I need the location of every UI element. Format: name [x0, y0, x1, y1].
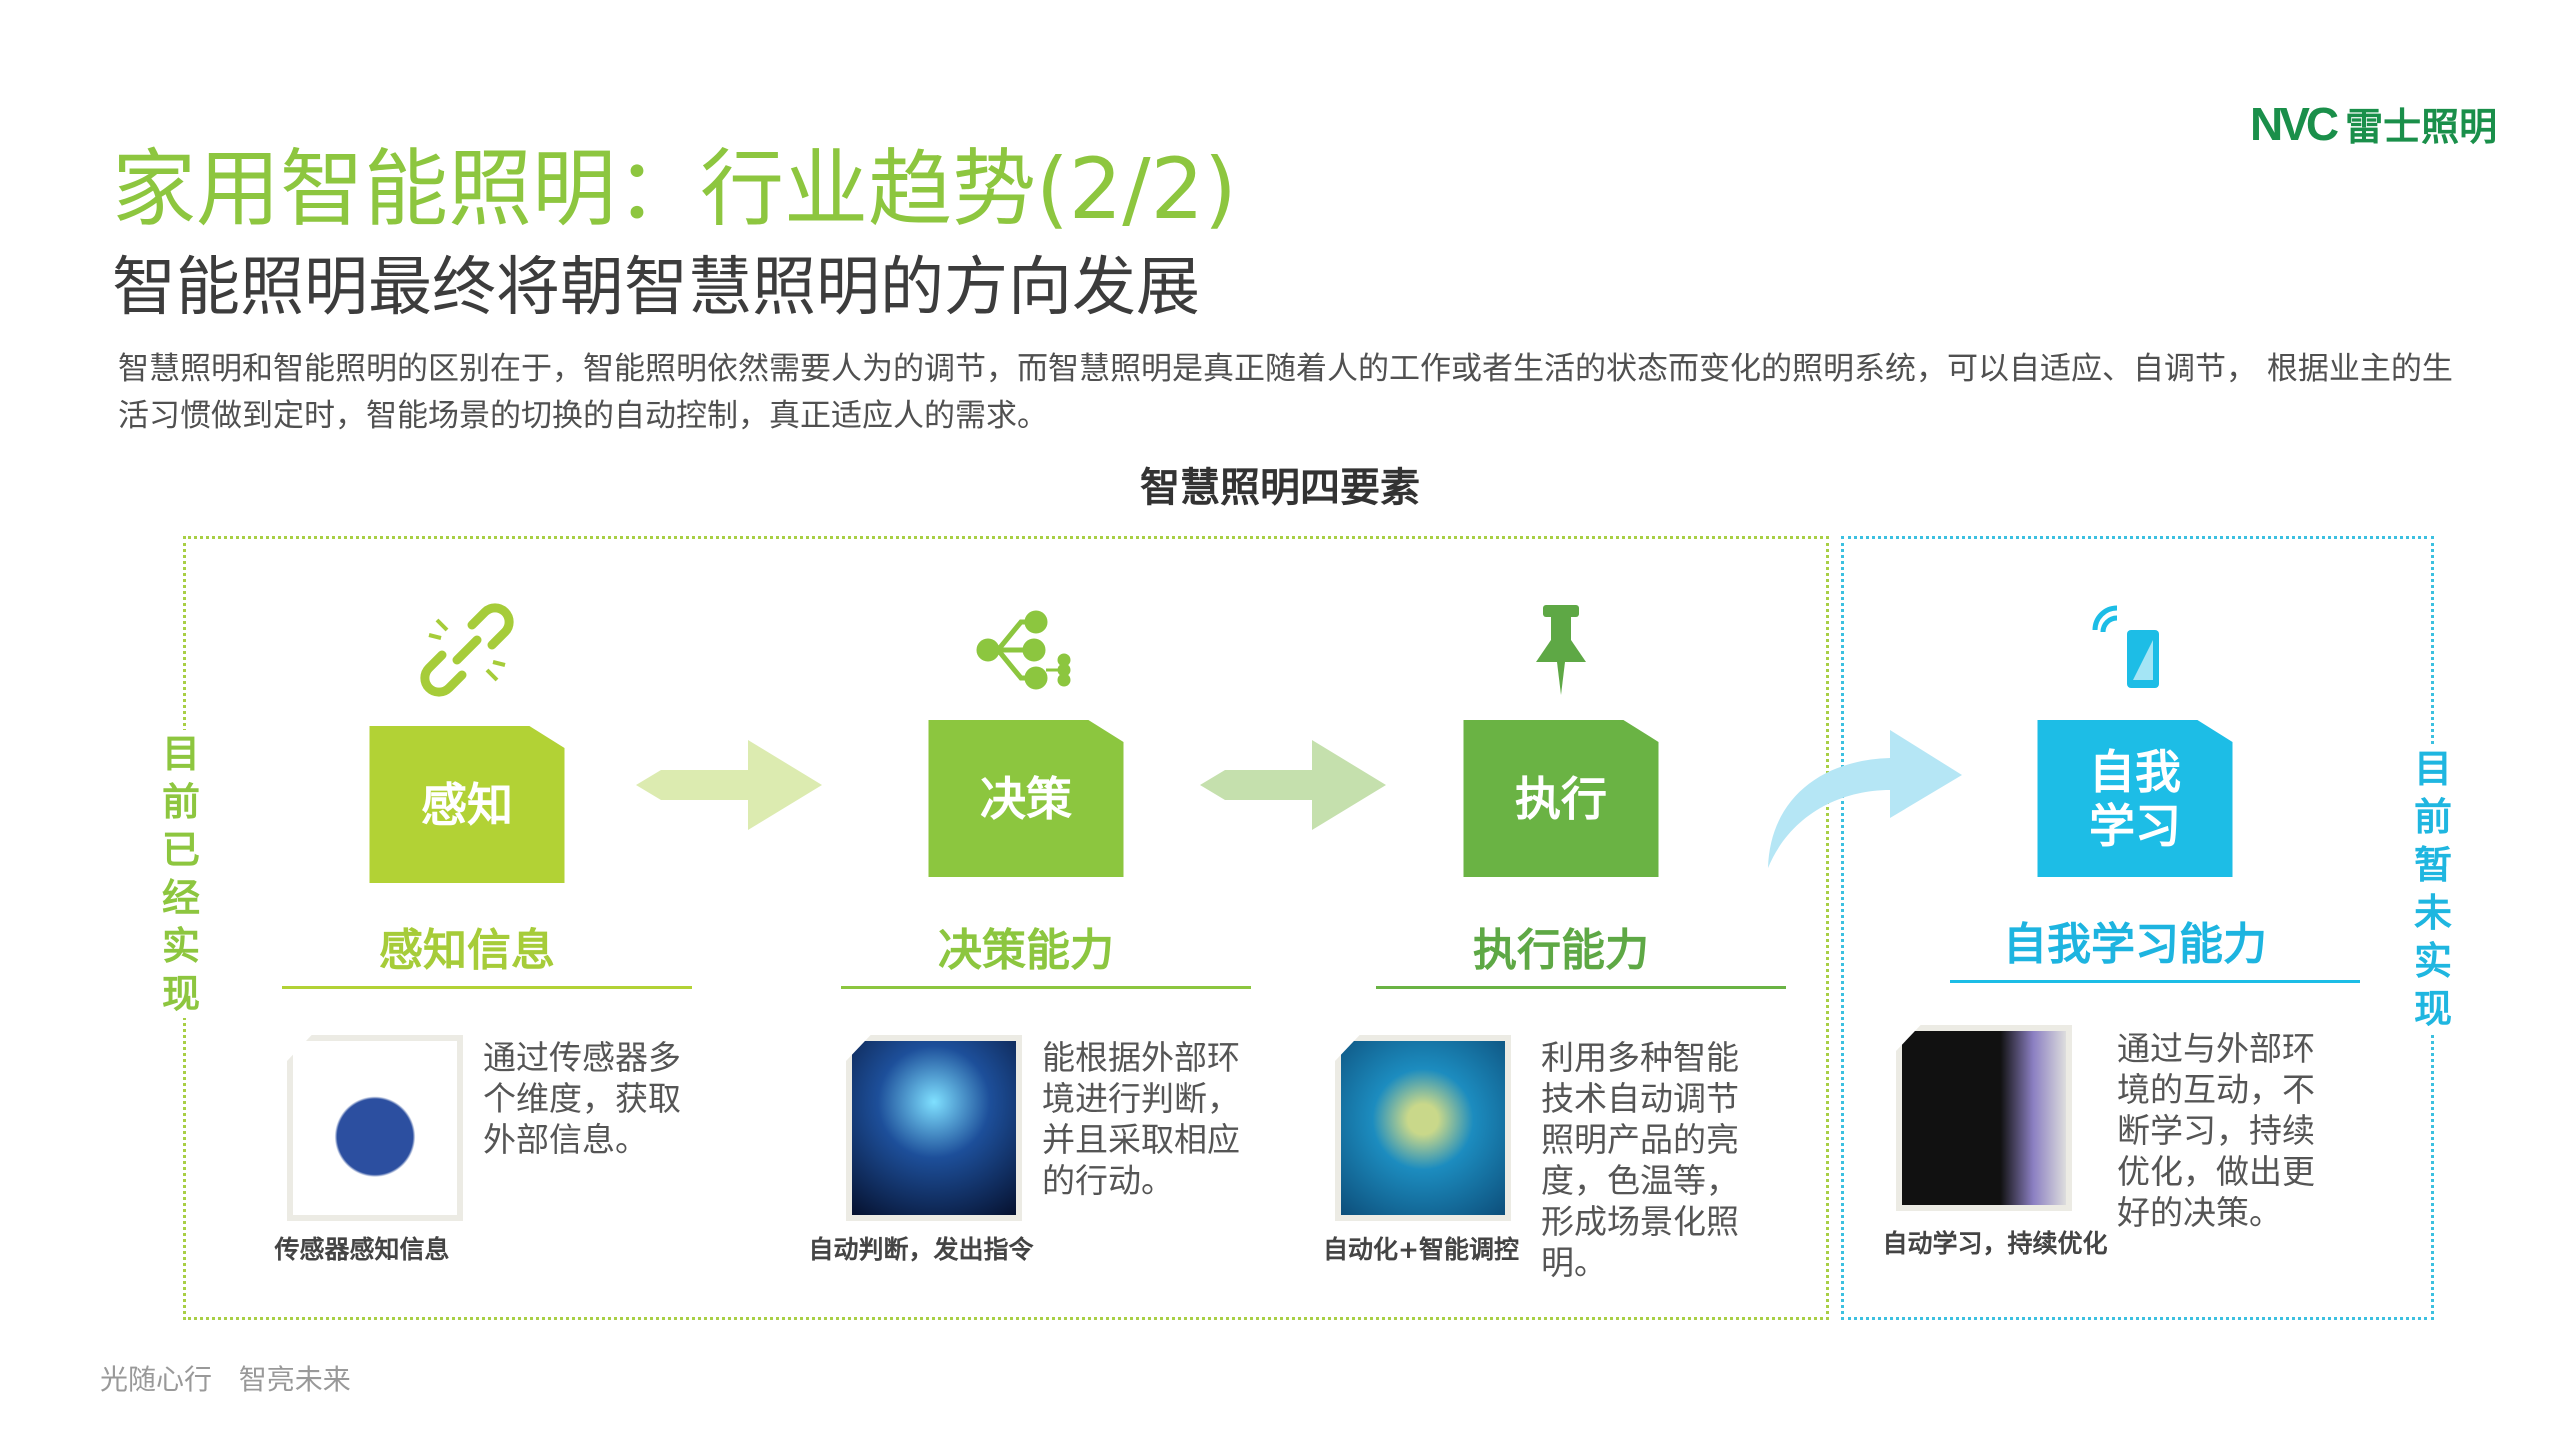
element-desc: 利用多种智能技术自动调节照明产品的亮度，色温等，形成场景化照明。	[1541, 1038, 1739, 1282]
element-title: 执行能力	[1473, 925, 1649, 976]
element-desc: 通过传感器多个维度，获取外部信息。	[483, 1038, 681, 1159]
image-caption: 自动判断，发出指令	[808, 1235, 1034, 1264]
code-face-image	[1896, 1025, 2072, 1211]
image-caption: 自动学习，持续优化	[1882, 1229, 2108, 1258]
page-subtitle: 智能照明最终将朝智慧照明的方向发展	[112, 251, 1200, 325]
broken-link-icon	[420, 603, 514, 697]
tile-decide: 决策	[928, 720, 1124, 877]
not-implemented-label: 目前暂未实现	[2408, 745, 2458, 1033]
divider	[282, 986, 692, 989]
nvc-logo: NVC 雷士照明	[2250, 96, 2497, 151]
element-title: 决策能力	[938, 925, 1114, 976]
sensor-image	[287, 1035, 463, 1221]
curved-arrow-icon	[1768, 730, 1962, 868]
section-heading: 智慧照明四要素	[1140, 465, 1420, 511]
image-caption: 传感器感知信息	[274, 1235, 450, 1264]
ai-image	[846, 1035, 1022, 1221]
logo-mark: NVC	[2250, 97, 2339, 150]
tile-learn: 自我 学习	[2037, 720, 2233, 877]
arrow-right-icon	[1200, 740, 1386, 830]
phone-wifi-icon	[2092, 605, 2159, 688]
element-desc: 通过与外部环境的互动，不断学习，持续优化，做出更好的决策。	[2117, 1029, 2315, 1232]
tile-learn-label: 自我 学习	[2089, 744, 2181, 853]
element-title: 自我学习能力	[2003, 919, 2267, 970]
pushpin-icon	[1536, 605, 1586, 695]
implemented-label: 目前已经实现	[156, 730, 206, 1018]
element-title: 感知信息	[379, 925, 555, 976]
intro-paragraph: 智慧照明和智能照明的区别在于，智能照明依然需要人为的调节，而智慧照明是真正随着人…	[118, 351, 2453, 434]
arrow-right-icon	[636, 740, 822, 830]
footer-slogan: 光随心行 智亮未来	[100, 1363, 351, 1396]
page-title: 家用智能照明：行业趋势(2/2)	[112, 140, 1237, 238]
logo-name: 雷士照明	[2345, 105, 2498, 149]
divider	[1950, 980, 2360, 983]
bulb-image	[1335, 1035, 1511, 1221]
branch-nodes-icon	[976, 610, 1071, 690]
element-desc: 能根据外部环境进行判断，并且采取相应的行动。	[1042, 1038, 1240, 1200]
image-caption: 自动化+智能调控	[1323, 1235, 1519, 1264]
tile-execute: 执行	[1463, 720, 1659, 877]
divider	[1376, 986, 1786, 989]
tile-perceive: 感知	[369, 726, 565, 883]
divider	[841, 986, 1251, 989]
